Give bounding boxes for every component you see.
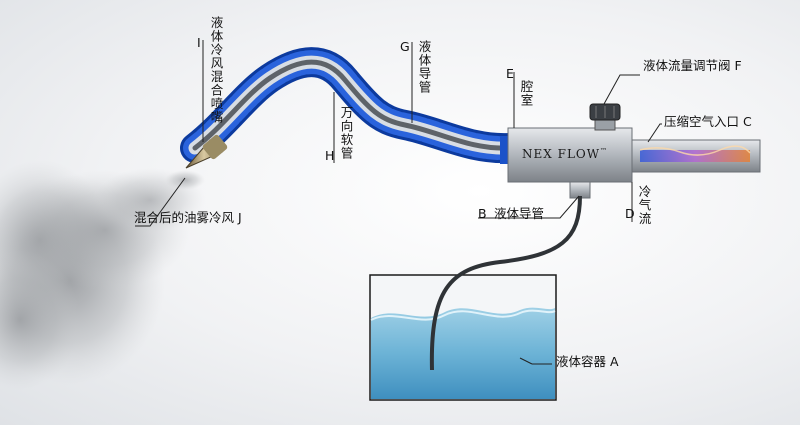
chamber-label: 腔室 [518, 80, 534, 107]
hose-label: 万向软管 [338, 106, 354, 160]
mixing-nozzle [185, 134, 228, 169]
leader-lines [135, 40, 662, 365]
hose-letter: H [325, 148, 335, 163]
tube-letter: B [478, 206, 487, 221]
brand-name-text: NEX FLOW [522, 147, 601, 161]
tube-label: 液体导管 [494, 206, 545, 221]
cold-flow-letter: D [625, 206, 635, 221]
nozzle-letter: I [197, 35, 201, 50]
liquid-tube [429, 195, 582, 371]
air-inlet-pipe [631, 139, 761, 173]
nozzle-label: 液体冷风混合喷嘴 [208, 16, 224, 124]
container-label: 液体容器 A [556, 354, 619, 369]
mist-spray [0, 160, 205, 390]
liquid-container [369, 274, 557, 401]
chamber-letter: E [506, 66, 514, 81]
cold-flow-label: 冷气流 [636, 185, 652, 226]
mixed-mist-label: 混合后的油雾冷风 J [134, 210, 242, 225]
guide-letter: G [400, 39, 410, 54]
flow-valve-label: 液体流量调节阀 F [643, 58, 742, 73]
guide-label: 液体导管 [416, 40, 432, 94]
brand-tm: ™ [600, 147, 609, 155]
flexible-hose [180, 47, 525, 164]
brand-name: NEX FLOW™ [522, 147, 608, 161]
air-inlet-label: 压缩空气入口 C [664, 114, 752, 129]
